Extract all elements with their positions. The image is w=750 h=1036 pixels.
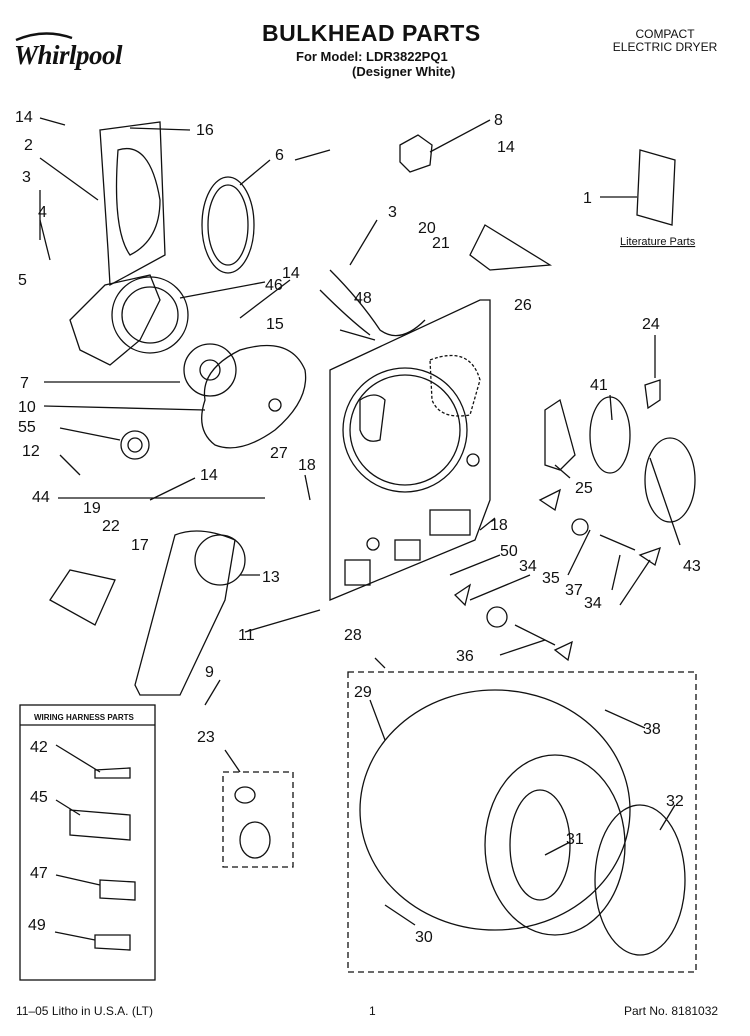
callout: 28 — [344, 627, 362, 644]
blower-ring — [111, 276, 189, 354]
callout: 21 — [432, 235, 450, 252]
callout: 2 — [24, 137, 33, 154]
callout: 26 — [514, 297, 532, 314]
blower-wheel — [183, 343, 237, 397]
callout: 8 — [494, 112, 503, 129]
callout: 38 — [643, 721, 661, 738]
callout: 30 — [415, 929, 433, 946]
callout: 35 — [542, 570, 560, 587]
footer-part-number: Part No. 8181032 — [624, 1004, 719, 1018]
callout: 13 — [262, 569, 280, 586]
callout: 34 — [519, 558, 537, 575]
dryer-drum — [359, 689, 631, 931]
page-title: BULKHEAD PARTS — [262, 20, 481, 46]
callout: 18 — [298, 457, 316, 474]
roller-35b — [486, 606, 508, 628]
filter-22 — [49, 569, 116, 626]
callout: 46 — [265, 277, 283, 294]
callout: 12 — [22, 443, 40, 460]
literature-parts-label: Literature Parts — [620, 236, 696, 248]
callout: 27 — [270, 445, 288, 462]
callout: 34 — [584, 595, 602, 612]
roller-35a — [571, 518, 589, 536]
wiring-harness-box — [19, 704, 156, 981]
bulkhead-opening — [342, 367, 468, 493]
callout: 11 — [238, 627, 255, 644]
blower-housing-back — [69, 274, 161, 366]
rear-duct-panel — [99, 121, 166, 287]
callout: 18 — [490, 517, 508, 534]
callout: 20 — [418, 220, 436, 237]
heater-element — [194, 534, 246, 586]
bulkhead-panel — [329, 299, 491, 601]
callout: 1 — [583, 190, 592, 207]
callout: 14 — [282, 265, 300, 282]
whirlpool-logo: Whirlpool — [14, 40, 123, 70]
belt-loop — [201, 176, 255, 274]
model-line: For Model: LDR3822PQ1 — [296, 49, 448, 64]
callout: 44 — [32, 489, 50, 506]
product-type: COMPACT ELECTRIC DRYER — [600, 28, 730, 54]
callout: 19 — [83, 500, 101, 517]
duct-cover — [644, 437, 696, 523]
callout: 6 — [275, 147, 284, 164]
callout: 25 — [575, 480, 593, 497]
callout: 17 — [131, 537, 149, 554]
wire-harness — [319, 269, 426, 341]
product-line-2: ELECTRIC DRYER — [612, 40, 718, 54]
lint-screen — [589, 396, 631, 474]
drum-seal — [594, 804, 686, 956]
shaft-37 — [599, 534, 636, 551]
callout: 42 — [30, 739, 48, 756]
shaft-36 — [514, 624, 556, 646]
callout-numbers: 14 16 2 6 8 14 3 1 4 3 20 21 5 46 48 26 … — [15, 109, 701, 946]
literature-booklet — [636, 149, 676, 226]
callout: 7 — [20, 375, 29, 392]
callout: 29 — [354, 684, 372, 701]
callout: 3 — [22, 169, 31, 186]
duct-opening — [115, 148, 161, 256]
color-line: (Designer White) — [352, 64, 456, 79]
kit-23 — [222, 771, 294, 868]
footer-litho: 11–05 Litho in U.S.A. (LT) — [16, 1004, 153, 1018]
callout: 5 — [18, 272, 27, 289]
callout: 45 — [30, 789, 48, 806]
callout: 49 — [28, 917, 46, 934]
callout: 55 — [18, 419, 36, 436]
callout: 14 — [497, 139, 515, 156]
callout: 24 — [642, 316, 660, 333]
thermostat-8 — [399, 134, 433, 173]
callout: 14 — [200, 467, 218, 484]
callout: 3 — [388, 204, 397, 221]
lint-grille — [544, 398, 576, 471]
callout: 15 — [266, 316, 284, 333]
callout: 16 — [196, 122, 214, 139]
product-line-1: COMPACT — [635, 27, 695, 41]
seal-55 — [120, 430, 150, 460]
callout: 43 — [683, 558, 701, 575]
whirlpool-logo-swoosh — [14, 30, 74, 49]
callout: 9 — [205, 664, 214, 681]
callout: 23 — [197, 729, 215, 746]
callout: 32 — [666, 793, 684, 810]
callout: 10 — [18, 399, 36, 416]
blower-cover — [201, 344, 307, 449]
callout: 36 — [456, 648, 474, 665]
callout: 4 — [38, 204, 47, 221]
heater-duct — [134, 530, 236, 696]
footer-page-number: 1 — [369, 1004, 376, 1018]
callout: 37 — [565, 582, 583, 599]
callout: 22 — [102, 518, 120, 535]
callout: 48 — [354, 290, 372, 307]
callout: 41 — [590, 377, 608, 394]
callout: 50 — [500, 543, 518, 560]
callout: 47 — [30, 865, 48, 882]
wiring-box-title: WIRING HARNESS PARTS — [34, 713, 135, 722]
top-bracket — [469, 224, 553, 271]
callout: 14 — [15, 109, 33, 126]
part-24 — [644, 379, 661, 410]
callout: 31 — [566, 831, 584, 848]
